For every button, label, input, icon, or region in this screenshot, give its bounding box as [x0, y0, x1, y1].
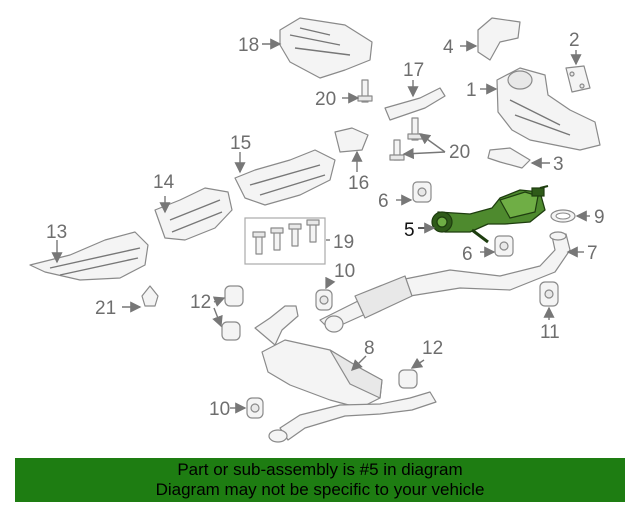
- hanger-10-b[interactable]: [246, 397, 264, 419]
- muffler-8[interactable]: [254, 305, 437, 443]
- banner-line-2: Diagram may not be specific to your vehi…: [155, 480, 485, 499]
- exhaust-manifold-1[interactable]: [496, 67, 601, 151]
- callout-12-a: 12: [190, 292, 211, 313]
- callout-7: 7: [587, 243, 598, 264]
- callout-6-a: 6: [378, 191, 389, 212]
- callout-16: 16: [348, 173, 369, 194]
- front-pipe-7[interactable]: [319, 231, 571, 333]
- callout-2: 2: [569, 30, 580, 51]
- callout-6-b: 6: [462, 244, 473, 265]
- bracket-17[interactable]: [384, 87, 446, 121]
- hanger-11[interactable]: [539, 281, 559, 307]
- callout-15: 15: [230, 133, 251, 154]
- exhaust-parts-diagram: 18 4 2 1 17 20 20 3: [29, 17, 605, 443]
- callout-1: 1: [466, 80, 477, 101]
- hanger-6-b[interactable]: [494, 235, 514, 257]
- heat-shield-18[interactable]: [279, 17, 373, 79]
- callout-13: 13: [46, 222, 67, 243]
- callout-5: 5: [404, 220, 415, 241]
- gasket-ring-9[interactable]: [550, 209, 576, 223]
- callout-4: 4: [443, 37, 454, 58]
- hanger-12-a[interactable]: [221, 285, 244, 341]
- bracket-3[interactable]: [487, 147, 531, 169]
- hanger-12-b[interactable]: [398, 369, 418, 389]
- heat-shield-4[interactable]: [477, 17, 521, 61]
- callout-18: 18: [238, 35, 259, 56]
- callout-9: 9: [594, 207, 605, 228]
- callout-10-b: 10: [209, 399, 230, 420]
- heat-shield-15[interactable]: [234, 149, 336, 206]
- hanger-10-a[interactable]: [315, 289, 333, 311]
- callout-10-a: 10: [334, 261, 355, 282]
- callout-3: 3: [553, 154, 564, 175]
- callout-12-b: 12: [422, 338, 443, 359]
- bolt-20-a[interactable]: [357, 79, 373, 103]
- callout-8: 8: [364, 338, 375, 359]
- callout-11: 11: [540, 322, 560, 343]
- heat-shield-14[interactable]: [154, 187, 233, 241]
- callout-19: 19: [333, 232, 354, 253]
- callout-14: 14: [153, 172, 175, 193]
- clip-21[interactable]: [141, 285, 159, 307]
- heat-shield-13[interactable]: [29, 231, 149, 281]
- bracket-16[interactable]: [334, 127, 369, 153]
- banner-line-1: Part or sub-assembly is #5 in diagram: [177, 460, 463, 479]
- catalytic-converter-5[interactable]: [431, 185, 549, 244]
- callout-20-b: 20: [449, 142, 470, 163]
- bolt-set-19[interactable]: [244, 217, 326, 265]
- info-banner: Part or sub-assembly is #5 in diagram Di…: [15, 458, 625, 502]
- gasket-2[interactable]: [565, 65, 591, 93]
- callout-17: 17: [403, 60, 424, 81]
- hanger-6-a[interactable]: [412, 181, 432, 203]
- callout-21: 21: [95, 298, 116, 319]
- callout-20-a: 20: [315, 89, 336, 110]
